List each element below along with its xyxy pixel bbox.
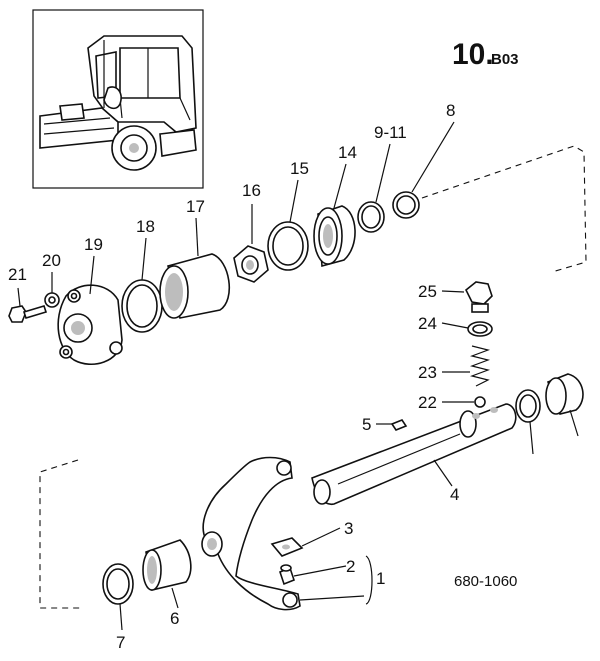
part-8-ring	[392, 191, 420, 219]
callout-3: 3	[344, 519, 353, 538]
section-header: 10. B03	[452, 38, 519, 71]
callout-1: 1	[376, 569, 385, 588]
callout-18: 20	[42, 251, 61, 270]
part-22-gasket	[467, 321, 493, 337]
truck-illustration	[39, 35, 197, 171]
section-number: 10.	[452, 38, 494, 71]
callout-labels: 21 20 19 18 17 16 15 14 9-11 8 25 24 23 …	[8, 101, 459, 652]
part-19-bolt	[8, 305, 48, 323]
part-7-ring	[102, 563, 134, 605]
callout-12: 14	[338, 143, 357, 162]
callout-17: 19	[84, 235, 103, 254]
part-16-ring	[121, 279, 163, 333]
part-23-plug	[464, 281, 493, 313]
part-4-shaft	[311, 403, 517, 505]
part-2-stud	[279, 564, 295, 586]
part-1-shift-fork	[201, 456, 301, 611]
part-9-11-shim	[357, 201, 385, 233]
leader-lines	[17, 121, 579, 631]
part-13-seal-ring	[267, 221, 309, 271]
part-15-bushing	[159, 253, 230, 319]
section-code: B03	[491, 51, 519, 68]
callout-23: 25	[418, 282, 437, 301]
truck-inset	[32, 9, 204, 189]
callout-22: 24	[418, 314, 437, 333]
part-24-ring	[515, 389, 541, 423]
callout-16: 18	[136, 217, 155, 236]
part-6-bushing	[142, 539, 192, 591]
inset-frame	[32, 9, 204, 189]
part-5-pin	[390, 419, 408, 431]
callout-2: 2	[346, 557, 355, 576]
drawing-number: 680-1060	[454, 573, 517, 590]
callout-7: 7	[116, 633, 125, 652]
part-3-plate	[270, 537, 304, 557]
part-25-cap	[545, 373, 584, 415]
part-12-bearing	[313, 205, 356, 268]
callout-8: 8	[446, 101, 455, 120]
assembly-outlines	[39, 145, 587, 609]
callout-6: 6	[170, 609, 179, 628]
part-14-nut	[233, 245, 269, 283]
callout-21: 23	[418, 363, 437, 382]
part-21-spring	[469, 345, 491, 387]
part-20-ball	[474, 396, 486, 408]
callout-13: 15	[290, 159, 309, 178]
callout-9-11: 9-11	[374, 123, 407, 142]
callout-5: 5	[362, 415, 371, 434]
callout-15: 17	[186, 197, 205, 216]
part-17-cover-housing	[57, 284, 123, 365]
callout-4: 4	[450, 485, 459, 504]
callout-19: 21	[8, 265, 27, 284]
callout-20: 22	[418, 393, 437, 412]
part-18-washer	[44, 292, 60, 308]
callout-14: 16	[242, 181, 261, 200]
